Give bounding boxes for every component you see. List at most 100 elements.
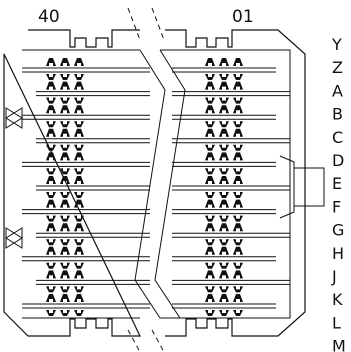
pin-left [46,128,56,137]
pin-right [233,81,243,90]
inner-frame [22,49,291,319]
pin-left-lower [74,262,84,269]
pin-left [60,81,70,90]
row-bar [36,185,290,191]
pin-left-lower [46,239,56,246]
pin-right-lower [219,215,229,222]
pin-left-lower [60,97,70,104]
pin-left [46,152,56,161]
left-guide-lower [5,227,23,249]
row-bar [22,67,276,73]
pin-left [60,128,70,137]
pin-label-right: 01 [232,7,254,27]
pin-right [205,128,215,137]
pin-right-lower [205,239,215,246]
pin-right [233,294,243,302]
row-bar [36,232,290,238]
pin-right [205,270,215,279]
pin-left-lower [60,262,70,269]
pin-right [205,105,215,114]
pin-right [219,105,229,114]
row-bar [36,138,290,144]
break-curve [134,49,186,319]
pin-left-lower [74,168,84,175]
row-label-b: B [332,105,343,124]
pin-left [74,58,84,66]
pin-left-lower [74,310,84,316]
pin-right [219,58,229,66]
row-label-j: J [331,267,337,286]
pin-right-lower [205,192,215,198]
pin-left [74,223,84,232]
pin-right-lower [219,168,229,175]
pin-right-lower [233,239,243,246]
pin-right [219,152,229,161]
pin-left-lower [74,74,84,80]
pin-right-lower [205,121,215,128]
pin-left-lower [46,144,56,151]
pin-right-lower [219,97,229,104]
pin-left-lower [74,97,84,104]
pin-left [46,246,56,255]
row-bar [22,161,276,167]
pin-rows [22,58,290,316]
pin-left-lower [46,286,56,293]
pin-right [205,176,215,184]
row-label-h: H [332,244,344,263]
pin-left [46,105,56,114]
pin-left [74,199,84,208]
pin-right [205,246,215,255]
row-label-k: K [332,290,343,309]
pin-left [46,176,56,184]
pin-left-lower [46,121,56,128]
pin-left-lower [74,192,84,198]
pin-left-lower [60,74,70,80]
pin-right [219,270,229,279]
pin-right-lower [233,74,243,80]
row-label-c: C [332,128,343,147]
pin-left-lower [46,215,56,222]
pin-left [46,81,56,90]
row-label-z: Z [332,58,343,77]
pin-left-lower [60,215,70,222]
pin-left [74,294,84,302]
pin-left-lower [60,239,70,246]
housing-outline [3,29,306,337]
pin-right [205,294,215,302]
pin-right-lower [219,192,229,198]
pin-right [233,152,243,161]
pin-right [233,58,243,66]
pin-right-lower [219,74,229,80]
row-label-d: D [332,151,344,170]
pin-left-lower [60,192,70,198]
pin-left [74,176,84,184]
pin-left [74,270,84,279]
pin-right-lower [205,144,215,151]
pin-left [60,199,70,208]
pin-left-lower [46,192,56,198]
pin-right [233,199,243,208]
pin-right [219,294,229,302]
pin-right [233,270,243,279]
pin-left [60,58,70,66]
pin-left [46,294,56,302]
pin-right-lower [233,310,243,316]
pin-right-lower [205,168,215,175]
pin-right [219,246,229,255]
pin-left [74,152,84,161]
pin-left-lower [74,121,84,128]
pin-right-lower [233,144,243,151]
pin-right [205,199,215,208]
pin-left-lower [60,121,70,128]
pin-right-lower [219,239,229,246]
pin-right-lower [205,74,215,80]
pin-right-lower [233,192,243,198]
row-label-f: F [332,197,341,216]
pin-right-lower [219,144,229,151]
pin-left-lower [46,168,56,175]
pin-left [46,199,56,208]
pin-left [74,105,84,114]
pin-left [60,152,70,161]
pin-left-lower [46,97,56,104]
